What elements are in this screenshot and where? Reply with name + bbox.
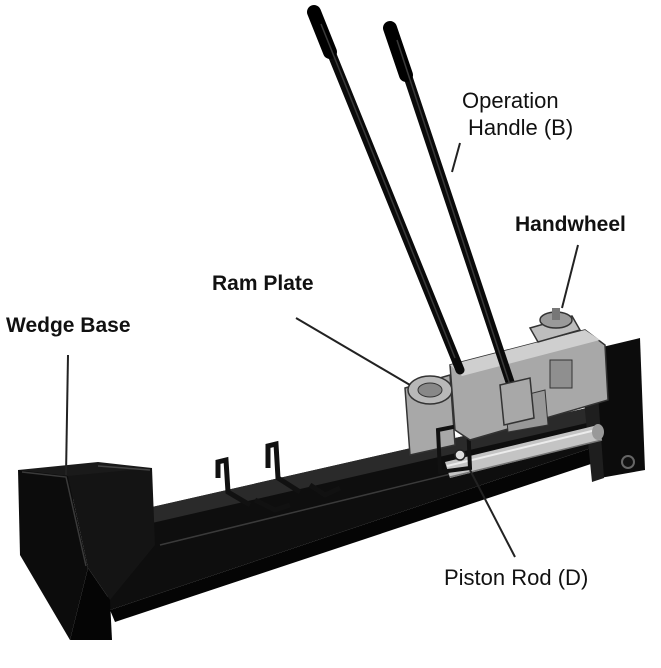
handwheel (539, 308, 573, 329)
log-cradle-brackets (215, 440, 342, 513)
handwheel-label: Handwheel (515, 213, 626, 236)
operation-handles (307, 5, 535, 426)
ram-plate-label: Ram Plate (212, 272, 314, 295)
wedge-base-leader (65, 354, 69, 476)
operation-handle-label-line1: Operation (462, 88, 559, 113)
wedge-base-label: Wedge Base (6, 314, 131, 337)
piston-rod-label: Piston Rod (D) (444, 565, 589, 590)
ram-plate-assembly (404, 374, 473, 475)
operation-handle-leader (451, 142, 461, 173)
ram-plate-leader (295, 317, 411, 386)
operation-handle-label-line2: Handle (B) (468, 115, 574, 140)
leader-lines (65, 142, 579, 558)
piston-rod-leader (469, 469, 516, 558)
wedge-base (18, 462, 155, 640)
handwheel-leader (561, 244, 579, 309)
piston-rod (445, 424, 604, 478)
